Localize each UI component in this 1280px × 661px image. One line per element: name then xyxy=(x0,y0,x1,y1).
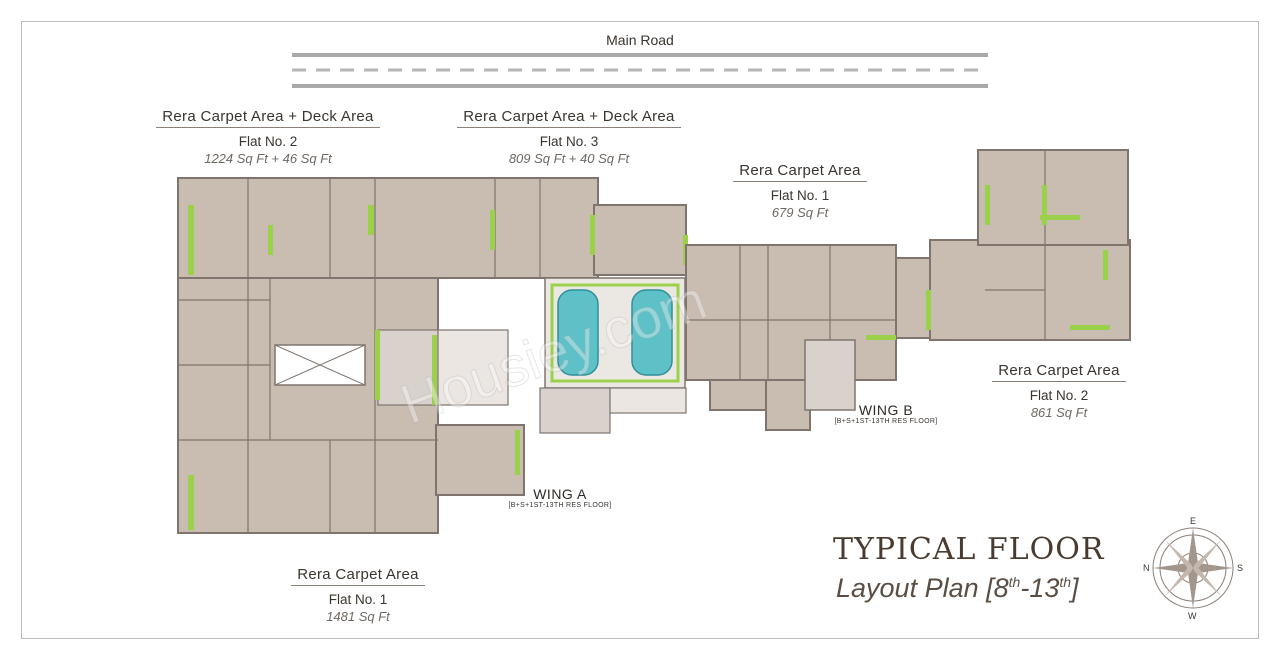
flat-area: 809 Sq Ft + 40 Sq Ft xyxy=(508,151,630,166)
label-wing-a-flat-3: Rera Carpet Area + Deck Area Flat No. 3 … xyxy=(449,108,689,166)
label-wing-b-flat-2: Rera Carpet Area Flat No. 2 861 Sq Ft xyxy=(974,362,1144,420)
flat-area: 1481 Sq Ft xyxy=(326,609,390,624)
subtitle-mid: -13 xyxy=(1020,573,1060,603)
flat-area: 1224 Sq Ft + 46 Sq Ft xyxy=(204,151,332,166)
label-wing-b-flat-1: Rera Carpet Area Flat No. 1 679 Sq Ft xyxy=(715,162,885,220)
wing-a-label: WING A [B+S+1ST-13TH RES FLOOR] xyxy=(500,486,620,509)
area-heading: Rera Carpet Area xyxy=(733,162,867,182)
compass-rose xyxy=(1152,527,1234,609)
plan-subtitle: Layout Plan [8th-13th] xyxy=(836,573,1079,604)
flat-area: 861 Sq Ft xyxy=(1030,405,1088,420)
compass-e: E xyxy=(1190,516,1197,526)
area-heading: Rera Carpet Area + Deck Area xyxy=(156,108,380,128)
area-heading: Rera Carpet Area xyxy=(992,362,1126,382)
subtitle-sup-2: th xyxy=(1059,574,1072,590)
flat-number: Flat No. 1 xyxy=(770,188,830,203)
flat-number: Flat No. 2 xyxy=(1029,388,1089,403)
wing-b-name: WING B xyxy=(858,402,914,418)
flat-area: 679 Sq Ft xyxy=(771,205,829,220)
label-wing-a-flat-1: Rera Carpet Area Flat No. 1 1481 Sq Ft xyxy=(273,566,443,624)
compass-w: W xyxy=(1188,611,1197,621)
wing-b-label: WING B [B+S+1ST-13TH RES FLOOR] xyxy=(826,402,946,425)
label-wing-a-flat-2: Rera Carpet Area + Deck Area Flat No. 2 … xyxy=(148,108,388,166)
wing-b-floors: [B+S+1ST-13TH RES FLOOR] xyxy=(834,418,938,425)
wing-a-floors: [B+S+1ST-13TH RES FLOOR] xyxy=(508,502,612,509)
area-heading: Rera Carpet Area + Deck Area xyxy=(457,108,681,128)
wing-a-name: WING A xyxy=(533,486,587,502)
wing-b-block xyxy=(685,149,1131,431)
flat-number: Flat No. 3 xyxy=(539,134,599,149)
plan-frame xyxy=(21,21,1259,639)
flat-number: Flat No. 2 xyxy=(238,134,298,149)
wing-a-block xyxy=(177,177,688,534)
compass-n: N xyxy=(1143,563,1150,573)
flat-number: Flat No. 1 xyxy=(328,592,388,607)
subtitle-prefix: Layout Plan [8 xyxy=(836,573,1009,603)
main-road xyxy=(292,53,988,88)
road-label: Main Road xyxy=(606,32,674,48)
subtitle-suffix: ] xyxy=(1071,573,1079,603)
plan-title: TYPICAL FLOOR xyxy=(833,532,1105,567)
subtitle-sup-1: th xyxy=(1008,574,1021,590)
central-court xyxy=(539,277,687,434)
compass-s: S xyxy=(1237,563,1244,573)
area-heading: Rera Carpet Area xyxy=(291,566,425,586)
